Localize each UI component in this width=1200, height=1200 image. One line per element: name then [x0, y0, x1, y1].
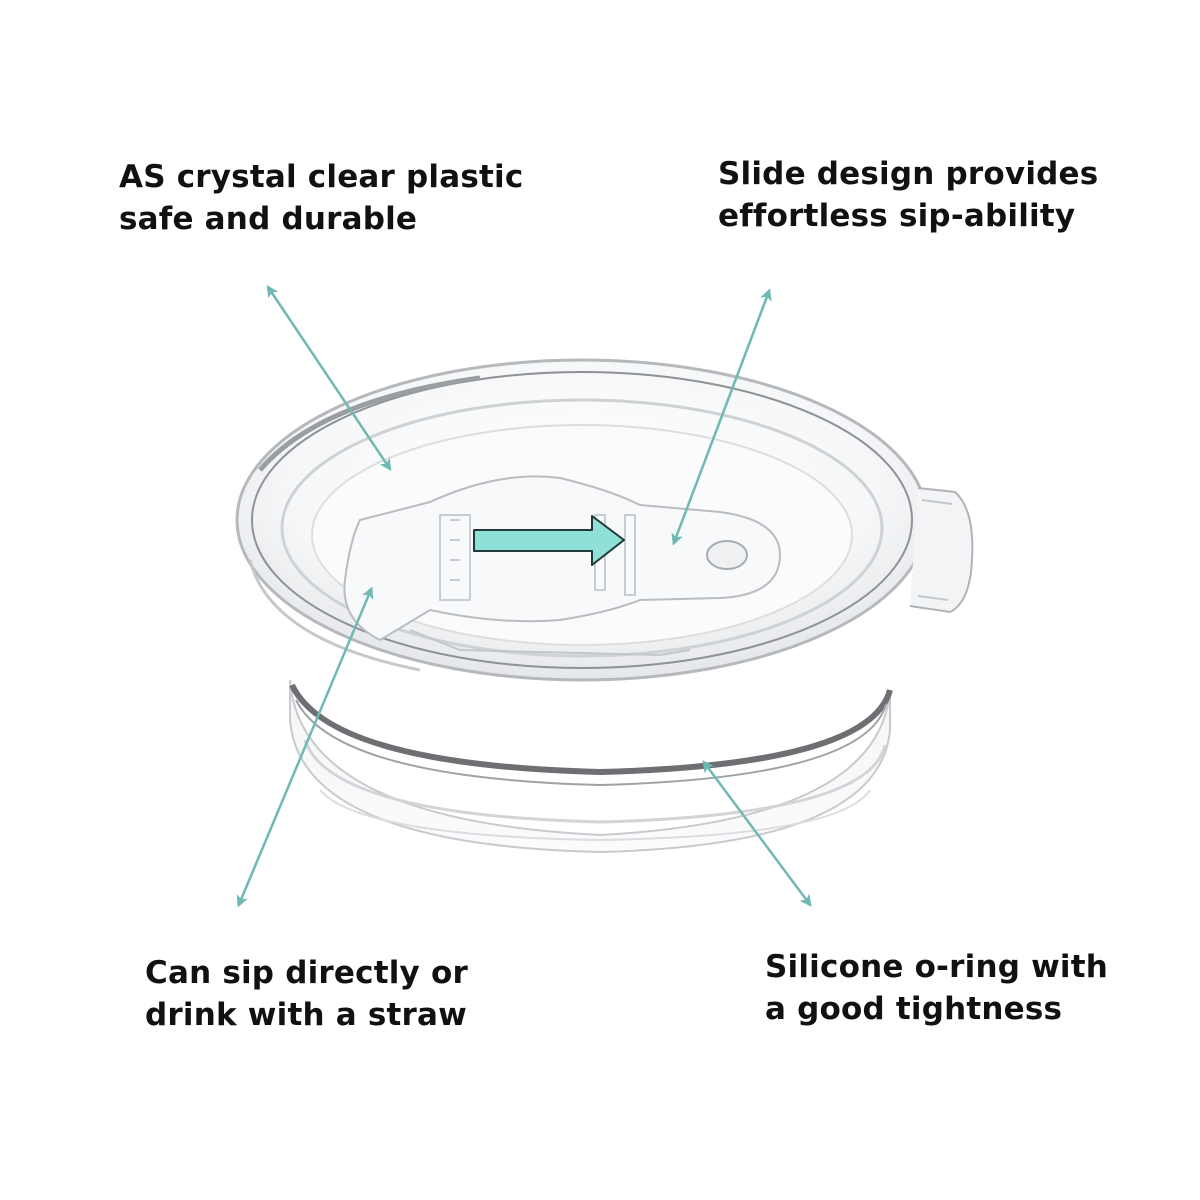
- callout-silicone-oring: Silicone o-ring with a good tightness: [765, 946, 1108, 1030]
- callout-line: a good tightness: [765, 991, 1063, 1027]
- callout-line: drink with a straw: [145, 997, 467, 1033]
- lid-base: [289, 679, 891, 854]
- callout-clear-plastic: AS crystal clear plastic safe and durabl…: [119, 156, 523, 240]
- leader-arrow-top-right: [671, 288, 772, 546]
- callout-slide-design: Slide design provides effortless sip-abi…: [718, 153, 1098, 237]
- leader-arrow-bottom-left: [236, 586, 374, 908]
- right-arrow-icon: [473, 515, 625, 566]
- callout-line: AS crystal clear plastic: [119, 159, 524, 195]
- silicone-oring: [289, 683, 893, 776]
- lid-tab: [909, 487, 974, 614]
- callout-line: safe and durable: [119, 201, 418, 237]
- callout-sip-or-straw: Can sip directly or drink with a straw: [145, 952, 468, 1036]
- leader-arrow-top-left: [266, 285, 392, 471]
- leader-arrow-bottom-right: [702, 760, 812, 907]
- callout-line: Slide design provides: [718, 156, 1099, 192]
- callout-line: Can sip directly or: [145, 955, 468, 991]
- callout-line: effortless sip-ability: [718, 198, 1076, 234]
- callout-line: Silicone o-ring with: [765, 949, 1109, 985]
- sip-hole: [706, 540, 748, 570]
